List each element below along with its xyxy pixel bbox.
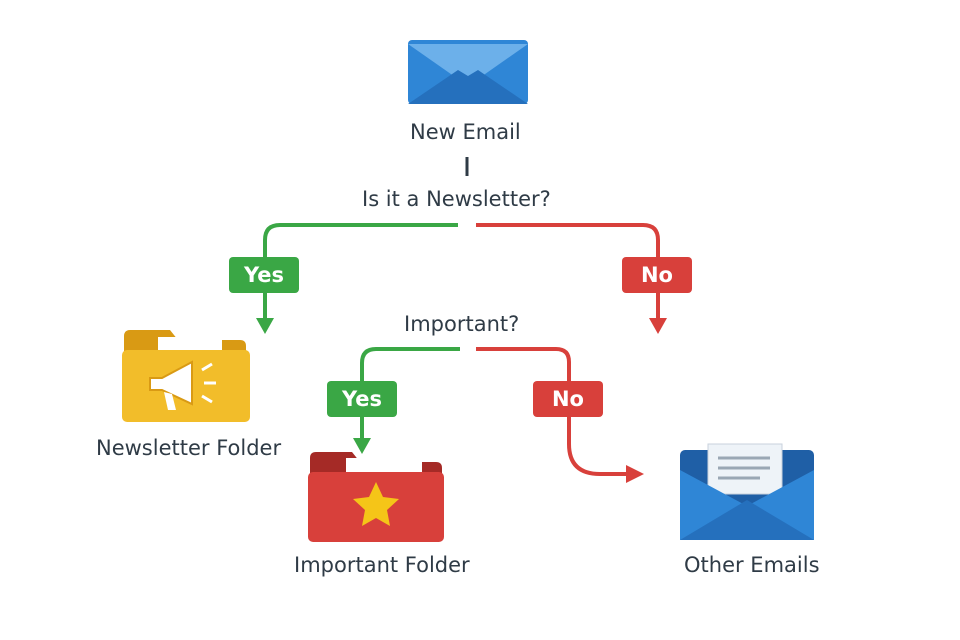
megaphone-folder-icon	[122, 330, 250, 422]
other-emails-label: Other Emails	[684, 553, 820, 577]
star-folder-icon	[308, 452, 444, 542]
arrowhead-newsletter-no	[649, 318, 667, 334]
connector-newsletter-no	[476, 223, 660, 320]
connector-important-yes	[360, 347, 460, 440]
envelope-icon	[408, 40, 528, 104]
newsletter-folder-label: Newsletter Folder	[96, 436, 282, 460]
newsletter-yes-badge: Yes	[229, 257, 299, 293]
important-folder-label: Important Folder	[294, 553, 470, 577]
open-envelope-icon	[680, 443, 814, 540]
important-no-badge: No	[533, 381, 603, 417]
newsletter-question: Is it a Newsletter?	[362, 187, 551, 211]
connector-newsletter-yes	[263, 223, 458, 320]
arrowhead-newsletter-yes	[256, 318, 274, 334]
arrowhead-important-no	[626, 465, 644, 483]
important-yes-badge: Yes	[327, 381, 397, 417]
important-question: Important?	[404, 312, 520, 336]
newsletter-no-badge: No	[622, 257, 692, 293]
arrowhead-important-yes	[353, 438, 371, 454]
start-node-label: New Email	[410, 120, 521, 144]
